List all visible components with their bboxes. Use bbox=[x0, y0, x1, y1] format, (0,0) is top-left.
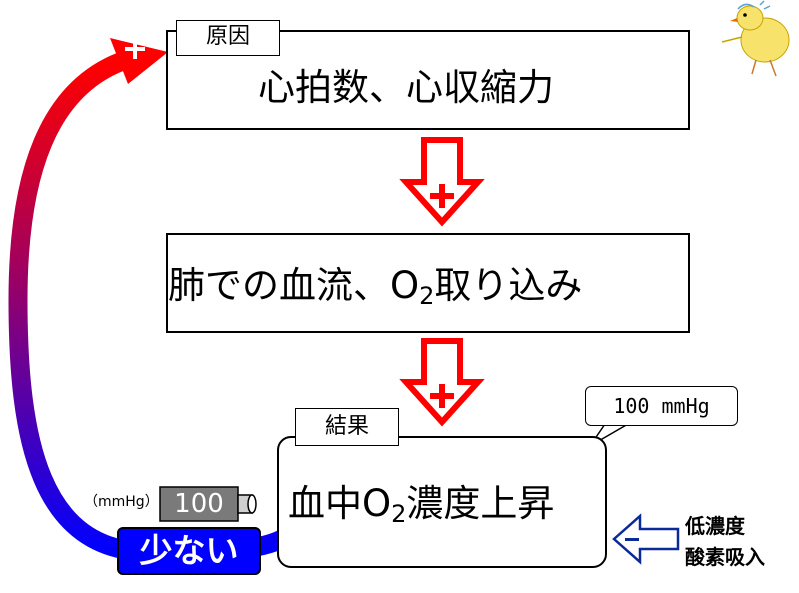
result-tag: 結果 bbox=[295, 408, 399, 446]
middle-text: 肺での血流、O2取り込み bbox=[168, 264, 582, 318]
gauge-cap-end bbox=[247, 494, 257, 514]
callout-bubble bbox=[585, 386, 738, 426]
feedback-loop-arrowhead bbox=[110, 38, 168, 84]
plus-sign-icon bbox=[430, 384, 454, 408]
down-arrow-icon bbox=[399, 137, 485, 227]
loop-plus-sign bbox=[125, 39, 145, 59]
callout-text: 100 mmHg bbox=[613, 394, 710, 418]
gauge-unit: （mmHg） bbox=[84, 494, 159, 510]
down-arrow-icon bbox=[399, 338, 485, 427]
side-note-line2: 酸素吸入 bbox=[685, 545, 765, 569]
middle-text-before: 肺での血流、O bbox=[168, 264, 420, 307]
cause-text: 心拍数、心収縮力 bbox=[258, 66, 554, 109]
side-note-line1: 低濃度 bbox=[685, 514, 745, 538]
low-label: 少ない bbox=[117, 527, 261, 575]
minus-sign-icon bbox=[625, 538, 639, 541]
result-text: 血中O2濃度上昇 bbox=[288, 482, 554, 536]
result-box bbox=[277, 436, 607, 568]
result-text-after: 濃度上昇 bbox=[406, 482, 555, 525]
result-subscript: 2 bbox=[391, 500, 407, 528]
gauge-value: 100 bbox=[174, 489, 224, 519]
chick-illustration bbox=[721, 0, 790, 77]
side-note: 低濃度 酸素吸入 bbox=[685, 511, 765, 573]
middle-box bbox=[166, 233, 690, 333]
left-arrow-icon bbox=[612, 513, 680, 565]
result-text-before: 血中O bbox=[288, 482, 392, 525]
plus-sign-icon bbox=[430, 184, 454, 208]
middle-subscript: 2 bbox=[419, 282, 435, 310]
middle-text-after: 取り込み bbox=[434, 264, 583, 307]
cause-tag: 原因 bbox=[176, 20, 280, 56]
